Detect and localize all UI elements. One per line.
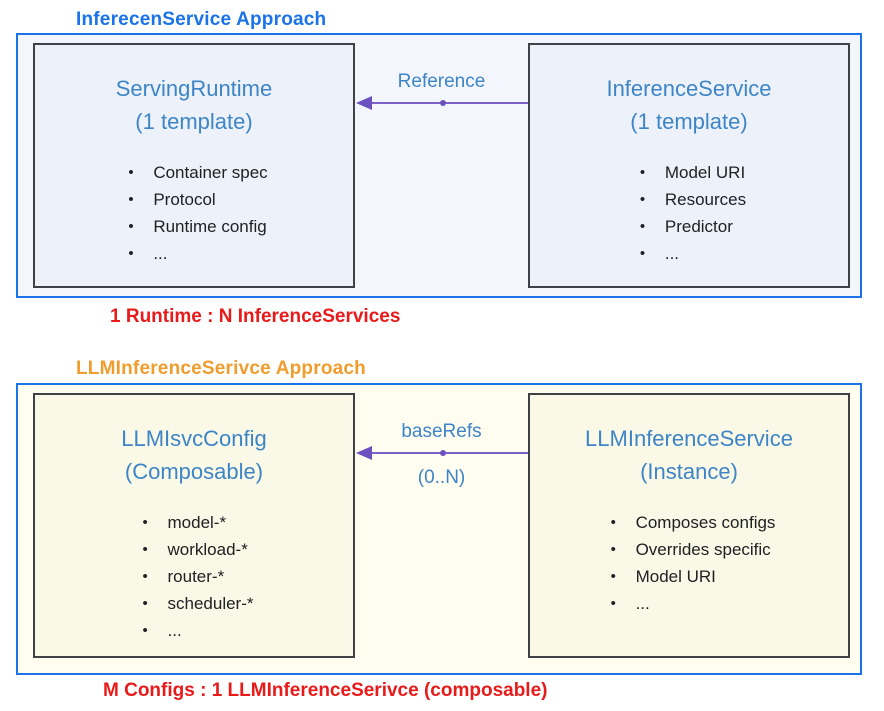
- section-1-caption: 1 Runtime : N InferenceServices: [110, 306, 401, 327]
- list-item: ...: [632, 240, 746, 267]
- box-heading: ServingRuntime (1 template): [35, 45, 353, 138]
- llm-inference-service-box: LLMInferenceService (Instance) Composes …: [528, 393, 850, 658]
- list-item: workload-*: [135, 536, 254, 563]
- section-2-title: LLMInferenceSerivce Approach: [76, 358, 366, 379]
- list-item: Overrides specific: [603, 536, 776, 563]
- box-title: ServingRuntime: [115, 76, 273, 101]
- list-item: Resources: [632, 186, 746, 213]
- box-subtitle: (Composable): [124, 459, 264, 484]
- section-2-caption: M Configs : 1 LLMInferenceSerivce (compo…: [103, 680, 548, 701]
- box-heading: LLMIsvcConfig (Composable): [35, 395, 353, 488]
- left-arrow-icon: [356, 446, 528, 460]
- serving-runtime-box: ServingRuntime (1 template) Container sp…: [33, 43, 355, 288]
- list-item: ...: [135, 617, 254, 644]
- reference-arrow-label: Reference: [397, 71, 486, 92]
- list-item: model-*: [135, 509, 254, 536]
- bullet-list: model-* workload-* router-* scheduler-* …: [35, 509, 353, 644]
- left-arrow-icon: [356, 96, 528, 110]
- list-item: scheduler-*: [135, 590, 254, 617]
- box-subtitle: (1 template): [630, 109, 748, 134]
- section-1-title: InferecenService Approach: [76, 9, 327, 30]
- section-1-container: ServingRuntime (1 template) Container sp…: [16, 33, 862, 298]
- box-heading: LLMInferenceService (Instance): [530, 395, 848, 488]
- inference-service-box: InferenceService (1 template) Model URI …: [528, 43, 850, 288]
- list-item: Model URI: [603, 563, 776, 590]
- list-item: Container spec: [120, 159, 267, 186]
- list-item: router-*: [135, 563, 254, 590]
- llm-isvc-config-box: LLMIsvcConfig (Composable) model-* workl…: [33, 393, 355, 658]
- bullet-list: Model URI Resources Predictor ...: [530, 159, 848, 267]
- box-subtitle: (Instance): [640, 459, 738, 484]
- section-2-container: LLMIsvcConfig (Composable) model-* workl…: [16, 383, 862, 675]
- box-title: InferenceService: [606, 76, 772, 101]
- list-item: Predictor: [632, 213, 746, 240]
- baserefs-arrow-label: baseRefs: [401, 421, 482, 442]
- box-title: LLMInferenceService: [585, 426, 793, 451]
- bullet-list: Container spec Protocol Runtime config .…: [35, 159, 353, 267]
- list-item: Model URI: [632, 159, 746, 186]
- bullet-list: Composes configs Overrides specific Mode…: [530, 509, 848, 617]
- list-item: Protocol: [120, 186, 267, 213]
- list-item: Runtime config: [120, 213, 267, 240]
- list-item: ...: [120, 240, 267, 267]
- box-subtitle: (1 template): [135, 109, 253, 134]
- box-title: LLMIsvcConfig: [121, 426, 267, 451]
- baserefs-cardinality-label: (0..N): [417, 467, 466, 488]
- list-item: ...: [603, 590, 776, 617]
- box-heading: InferenceService (1 template): [530, 45, 848, 138]
- list-item: Composes configs: [603, 509, 776, 536]
